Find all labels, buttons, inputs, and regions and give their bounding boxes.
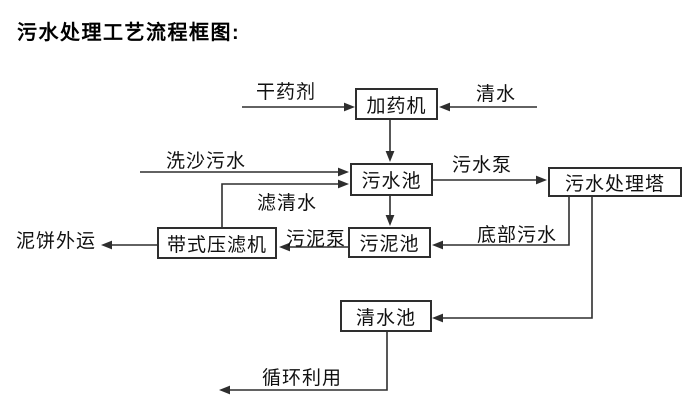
flow-label-sewage-pump: 污水泵 <box>452 155 513 176</box>
edge-sewage-pump <box>433 175 547 185</box>
flow-label-sludge-pump: 污泥泵 <box>286 229 347 250</box>
node-belt-filter-press: 带式压滤机 <box>157 227 277 259</box>
edge-mud-cake-outbound <box>101 240 157 250</box>
arrowhead-left-icon <box>279 242 290 252</box>
node-belt-filter-press-label: 带式压滤机 <box>166 234 267 256</box>
flow-label-clean-water: 清水 <box>476 84 517 105</box>
arrowhead-left-icon <box>432 313 443 323</box>
node-clean-water-pool: 清水池 <box>340 300 432 332</box>
arrowhead-left-icon <box>219 385 230 395</box>
node-sewage-pool-label: 污水池 <box>361 171 422 192</box>
arrowhead-left-icon <box>432 240 443 250</box>
edge-sewage-pool-to-sludge-pool <box>385 196 395 226</box>
edge-sludge-pump <box>279 242 348 252</box>
edge-recycling <box>219 332 388 395</box>
edge-dosing-to-sewage-pool <box>385 120 395 162</box>
edge-dry-agent <box>242 102 355 112</box>
flow-label-recycling: 循环利用 <box>262 368 343 389</box>
arrowhead-down-icon <box>385 151 395 162</box>
edge-sand-washing-sewage <box>140 167 349 177</box>
flow-label-dry-agent: 干药剂 <box>256 82 317 103</box>
flow-label-sand-washing-sewage: 洗沙污水 <box>166 151 247 172</box>
flow-label-bottom-sewage: 底部污水 <box>477 225 558 246</box>
flow-label-filtered-water: 滤清水 <box>257 193 318 214</box>
arrowhead-right-icon <box>338 167 349 177</box>
node-sewage-pool: 污水池 <box>350 163 433 196</box>
arrowhead-left-icon <box>439 102 450 112</box>
edge-tower-to-clean-pool-line <box>443 197 593 319</box>
diagram-title: 污水处理工艺流程框图: <box>17 22 241 44</box>
arrowhead-left-icon <box>101 240 112 250</box>
flow-label-mud-cake-outbound: 泥饼外运 <box>16 231 97 252</box>
edge-filtered-water-line <box>221 183 338 227</box>
node-dosing-machine-label: 加药机 <box>366 95 427 117</box>
node-sludge-pool-label: 污泥池 <box>359 234 420 255</box>
edge-bottom-sewage-line <box>443 196 570 246</box>
node-treatment-tower-label: 污水处理塔 <box>564 173 665 195</box>
node-dosing-machine: 加药机 <box>355 88 438 120</box>
node-clean-water-pool-label: 清水池 <box>355 307 416 329</box>
edge-tower-to-clean-pool <box>432 197 593 323</box>
arrowhead-down-icon <box>385 215 395 226</box>
edge-clean-water <box>439 102 537 112</box>
node-sludge-pool: 污泥池 <box>348 227 431 258</box>
edge-recycling-line <box>230 332 388 391</box>
arrowhead-right-icon <box>536 175 547 185</box>
edge-filtered-water <box>221 179 349 227</box>
arrowhead-right-icon <box>338 179 349 189</box>
arrowhead-right-icon <box>344 102 355 112</box>
edge-bottom-sewage <box>432 196 570 250</box>
node-treatment-tower: 污水处理塔 <box>548 167 682 197</box>
